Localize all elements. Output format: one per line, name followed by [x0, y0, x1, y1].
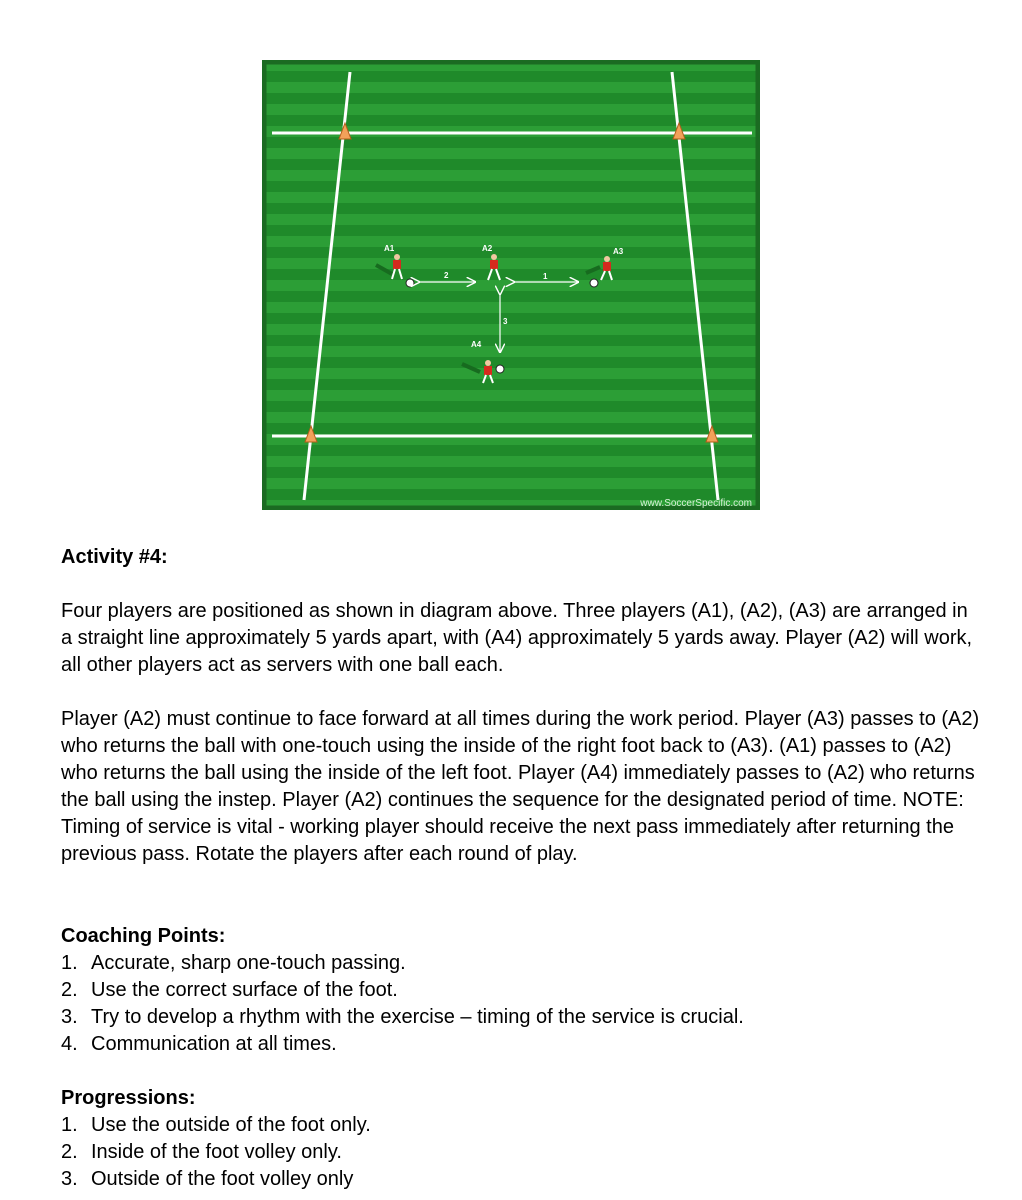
cone-icon — [672, 121, 686, 140]
list-item: 1.Use the outside of the foot only. — [61, 1114, 371, 1136]
activity-paragraph: Player (A2) must continue to face forwar… — [61, 708, 980, 865]
ball-icon — [589, 278, 599, 288]
watermark: www.SoccerSpecific.com — [639, 498, 752, 509]
activity-paragraph: Four players are positioned as shown in … — [61, 600, 973, 676]
cone-icon — [338, 121, 352, 140]
pass-number: 3 — [503, 317, 508, 326]
player-label: A4 — [471, 340, 482, 349]
player-label: A2 — [482, 244, 493, 253]
activity-title: Activity #4: — [61, 546, 168, 568]
list-item: 2.Inside of the foot volley only. — [61, 1141, 342, 1163]
pass-number: 1 — [543, 272, 548, 281]
pass-arrow-1: 1 — [514, 272, 578, 282]
drill-diagram: A1 A2 A3 A4 — [262, 60, 760, 510]
coaching-points-list: 1.Accurate, sharp one-touch passing. 2.U… — [61, 950, 744, 1058]
pass-arrow-2: 2 — [419, 271, 475, 282]
player-a3: A3 — [585, 247, 624, 288]
list-item: 2.Use the correct surface of the foot. — [61, 979, 398, 1001]
coaching-points-title: Coaching Points: — [61, 925, 226, 947]
field-border — [262, 60, 760, 510]
player-a4: A4 — [461, 340, 505, 384]
list-item: 3.Try to develop a rhythm with the exerc… — [61, 1006, 744, 1028]
player-label: A1 — [384, 244, 395, 253]
pass-arrow-3: 3 — [500, 294, 508, 352]
cone-icon — [304, 424, 318, 443]
right-side-line — [670, 71, 720, 501]
ball-icon — [495, 364, 505, 374]
pass-number: 2 — [444, 271, 449, 280]
player-a2: A2 — [482, 244, 501, 281]
field-svg: A1 A2 A3 A4 — [262, 60, 760, 510]
list-item: 1.Accurate, sharp one-touch passing. — [61, 952, 406, 974]
cone-icon — [705, 424, 719, 443]
list-item: 3.Outside of the foot volley only — [61, 1168, 354, 1190]
progressions-list: 1.Use the outside of the foot only. 2.In… — [61, 1112, 371, 1193]
field-background — [262, 60, 760, 510]
progressions-title: Progressions: — [61, 1087, 196, 1109]
player-label: A3 — [613, 247, 624, 256]
ball-icon — [405, 278, 415, 288]
list-item: 4.Communication at all times. — [61, 1033, 337, 1055]
